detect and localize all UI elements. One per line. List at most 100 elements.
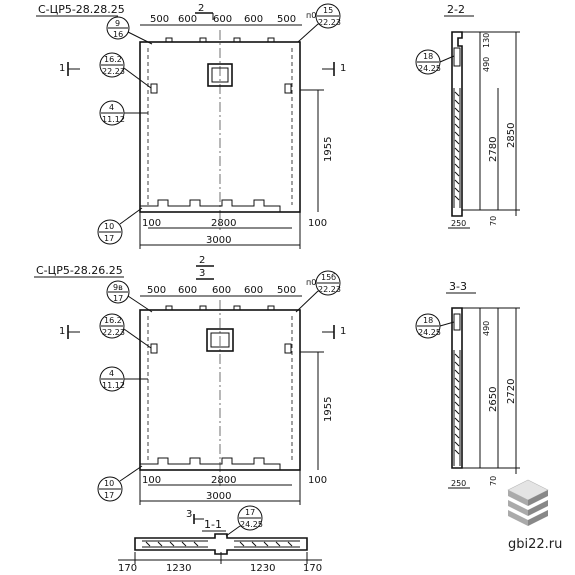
top-lifting-loops: [165, 37, 275, 42]
logo-slab-bot-left: [508, 510, 528, 526]
s33-hatch: [454, 353, 460, 455]
s11-title: 1-1: [204, 518, 222, 531]
watermark-logo: [507, 479, 549, 526]
bottom-dim-5: 500: [277, 285, 296, 296]
top-elevation: С-ЦР5-28.28.25 2 500 600 600 600 500 п0 …: [36, 3, 346, 249]
s22-plate: [453, 47, 461, 67]
top-callout-bl-leader: [119, 207, 143, 225]
top-callout-l1-leader: [123, 67, 152, 89]
bottom-elevation: С-ЦР5-28.26.25 2 3 500 600 600 600 500 п…: [34, 255, 346, 505]
top-dim-1: 500: [150, 14, 169, 25]
logo-slab-top-right: [528, 490, 548, 506]
s22-callout-leader: [439, 55, 455, 63]
top-callout-l1-sheet: 22.23: [102, 67, 125, 76]
logo-slab-mid-left: [508, 500, 528, 516]
top-fitting-left: [150, 83, 158, 94]
s33-dim-2720: 2720: [506, 379, 517, 404]
top-callout-bl-sheet: 17: [104, 234, 114, 243]
top-inner-dim: 2800: [211, 218, 236, 229]
bottom-callout-tr-prefix: п0: [306, 278, 316, 287]
bottom-callout-tr-num: 15б: [321, 273, 336, 282]
s11-callout-sheet: 24.25: [240, 520, 263, 529]
s11-dim-170-right: 170: [303, 563, 322, 574]
s33-core-lines: [453, 350, 461, 466]
bottom-dim-3: 600: [212, 285, 231, 296]
top-callout-tr-leader: [297, 23, 319, 43]
bottom-fitting-right: [284, 343, 292, 354]
bottom-cut-mark-left: 1: [59, 326, 65, 337]
top-callout-l1-num: 16.2: [104, 55, 122, 64]
bottom-dim-2: 600: [178, 285, 197, 296]
s11-hatch: [145, 541, 293, 547]
top-side-dim-left: 100: [142, 218, 161, 229]
bottom-fitting-left: [150, 343, 158, 354]
top-callout-bl-circle: [97, 219, 123, 245]
s11-profile: [134, 533, 308, 555]
s22-dim-2850: 2850: [506, 123, 517, 148]
s22-dim-490: 490: [482, 57, 491, 72]
top-cut-mark-left: 1: [59, 63, 65, 74]
s33-title: 3-3: [449, 280, 467, 293]
s22-title: 2-2: [447, 3, 465, 16]
bottom-inner-dim: 2800: [211, 475, 236, 486]
bottom-callout-l1-leader: [123, 328, 152, 349]
s11-dim-1230-right: 1230: [250, 563, 275, 574]
top-dim-5: 500: [277, 14, 296, 25]
bottom-callout-bl-sheet: 17: [104, 491, 114, 500]
s11-cut-mark: 3: [186, 509, 192, 520]
s22-hatch: [454, 91, 460, 201]
bottom-callout-bl-circle: [97, 476, 123, 502]
top-callout-bl-num: 10: [104, 222, 114, 231]
bottom-title: С-ЦР5-28.26.25: [36, 264, 123, 277]
top-section-mark: 2: [198, 3, 204, 14]
bottom-callout-l2-num: 4: [109, 369, 114, 378]
bottom-key-profile: [139, 457, 281, 470]
s22-dim-2780: 2780: [488, 137, 499, 162]
top-callout-tr-num: 15: [323, 6, 333, 15]
bottom-callout-tl-circle: [106, 280, 130, 304]
top-embedded-plate: [207, 63, 233, 87]
s22-dim-70: 70: [489, 216, 498, 226]
bottom-embedded-plate: [206, 328, 234, 352]
s33-dim-70: 70: [489, 476, 498, 486]
top-dim-2: 600: [178, 14, 197, 25]
bottom-lifting-loops: [165, 305, 275, 310]
top-callout-tl-circle: [106, 16, 130, 40]
s11-callout-leader: [225, 525, 241, 537]
s33-callout-num: 18: [423, 316, 433, 325]
bottom-callout-tr-circle: [315, 270, 341, 296]
bottom-callout-tr-sheet: 22.23: [318, 285, 341, 294]
top-callout-tr-circle: [315, 3, 341, 29]
bottom-dim-1: 500: [147, 285, 166, 296]
top-callout-tr-prefix: п0: [306, 11, 316, 20]
top-bottom-key-profile: [139, 199, 281, 212]
s22-dim-130: 130: [482, 33, 491, 48]
top-title: С-ЦР5-28.28.25: [38, 3, 125, 16]
s11-core-lines: [142, 540, 300, 548]
s22-callout-sheet: 24.25: [418, 64, 441, 73]
s11-callout-circle: [237, 505, 263, 531]
s11-dim-170-left: 170: [118, 563, 137, 574]
bottom-callout-l2-sheet: 11.12: [102, 381, 125, 390]
top-dim-3: 600: [213, 14, 232, 25]
s22-callout-num: 18: [423, 52, 433, 61]
top-callout-tl-sheet: 16: [113, 30, 123, 39]
bottom-callout-bl-num: 10: [104, 479, 114, 488]
logo-slab-top-left: [508, 490, 528, 506]
section-2-2: 2-2 18 24.25 130 490 2780 2850 70 250: [415, 3, 520, 229]
top-callout-l1-circle: [99, 52, 125, 78]
bottom-callout-tl-num: 9в: [113, 283, 123, 292]
bottom-callout-l1-num: 16.2: [104, 316, 122, 325]
section-1-1: 3 1-1 17 24.25 170 1230 1230 170: [118, 505, 322, 574]
s33-dim-2650: 2650: [488, 387, 499, 412]
s22-profile: [451, 31, 463, 217]
top-cut-mark-right: 1: [340, 63, 346, 74]
bottom-callout-tl-sheet: 17: [113, 294, 123, 303]
top-side-dim-right: 100: [308, 218, 327, 229]
top-callout-tr-sheet: 22.23: [318, 18, 341, 27]
top-dim-4: 600: [244, 14, 263, 25]
bottom-embedded-plate-inner: [210, 332, 230, 348]
s11-dim-1230-left: 1230: [166, 563, 191, 574]
bottom-side-dim-right: 100: [308, 475, 327, 486]
top-height-dim: 1955: [323, 137, 334, 162]
